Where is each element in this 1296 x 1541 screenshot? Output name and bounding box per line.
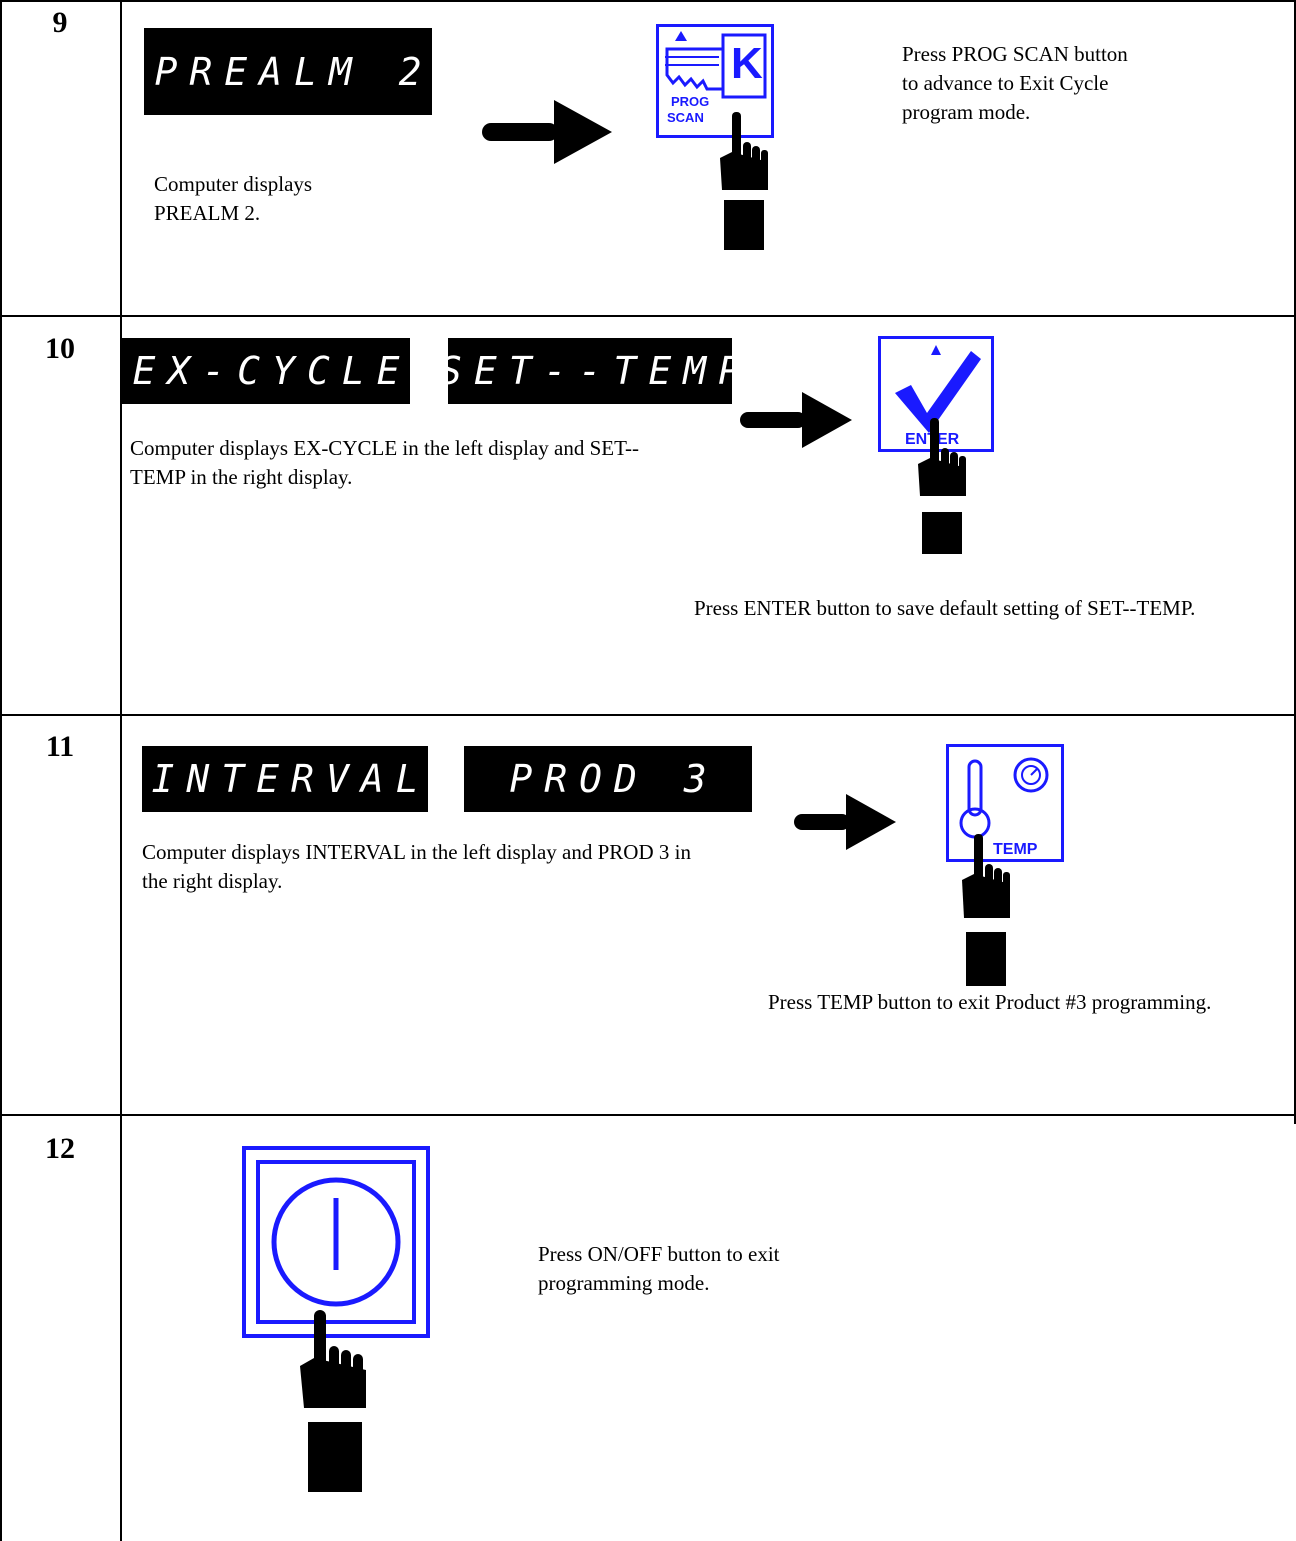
- pointing-hand-icon: [918, 418, 966, 554]
- step-description: Computer displays EX-CYCLE in the left d…: [130, 436, 639, 489]
- on-off-button[interactable]: [242, 1146, 430, 1338]
- step-instruction: Press PROG SCAN button to advance to Exi…: [902, 42, 1128, 124]
- temp-label: TEMP: [993, 841, 1038, 858]
- prog-label: PROG: [671, 94, 710, 109]
- step-number: 12: [45, 1132, 75, 1165]
- pointing-hand-icon: [962, 834, 1010, 986]
- temp-button[interactable]: TEMP: [946, 744, 1064, 862]
- pointing-hand-icon: [720, 112, 768, 250]
- step-number: 10: [45, 332, 75, 365]
- table-border-left: [0, 0, 2, 1541]
- lcd-display-left: INTERVAL: [142, 746, 428, 812]
- lcd-display-right: SET--TEMP: [439, 338, 741, 404]
- power-icon: [256, 1160, 416, 1324]
- column-divider: [120, 0, 122, 1541]
- step-description: Computer displays INTERVAL in the left d…: [142, 840, 691, 893]
- step-instruction: Press ON/OFF button to exit programming …: [538, 1242, 780, 1295]
- table-border-top: [0, 0, 1296, 2]
- row-divider-2: [0, 714, 1296, 716]
- row-divider-1: [0, 315, 1296, 317]
- table-border-right: [1294, 0, 1296, 1124]
- arrow-right-icon: [482, 100, 612, 164]
- lcd-display-right: PROD 3: [464, 746, 752, 812]
- step-instruction: Press ENTER button to save default setti…: [694, 596, 1196, 620]
- step-number: 9: [52, 6, 68, 39]
- step-instruction: Press TEMP button to exit Product #3 pro…: [768, 990, 1212, 1014]
- pointing-hand-icon: [300, 1310, 366, 1492]
- lcd-display: PREALM 2: [144, 28, 432, 115]
- scan-label: SCAN: [667, 110, 704, 125]
- arrow-right-icon: [794, 794, 896, 850]
- key-icon: [665, 31, 767, 99]
- thermometer-icon: [959, 757, 1049, 839]
- arrow-right-icon: [740, 392, 852, 448]
- key-letter: K: [731, 39, 763, 88]
- prog-scan-button[interactable]: K PROG SCAN: [656, 24, 774, 138]
- step-number: 11: [45, 730, 75, 763]
- row-divider-3: [0, 1114, 1296, 1116]
- checkmark-icon: [895, 345, 981, 433]
- lcd-display-left: EX-CYCLE: [122, 338, 410, 404]
- step-description: Computer displays PREALM 2.: [154, 172, 313, 225]
